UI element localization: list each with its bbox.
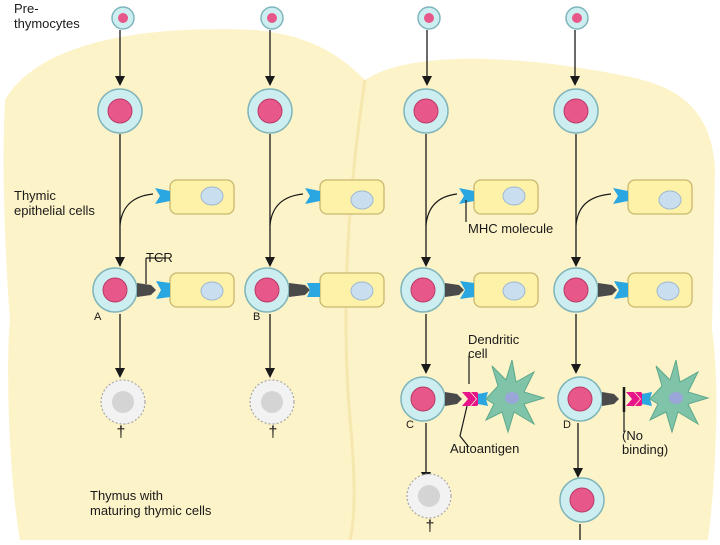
mhc-molecule: [613, 188, 628, 204]
autoantigen: [462, 392, 476, 406]
dendritic-cell-label: cell: [468, 346, 488, 361]
prethymocyte-nucleus: [118, 13, 128, 23]
dead-cell-nucleus: [418, 485, 440, 507]
death-dagger: †: [269, 424, 278, 441]
no-binding-label: binding): [622, 442, 668, 457]
dendritic-cell-label: Dendritic: [468, 332, 520, 347]
prethymocyte-nucleus: [572, 13, 582, 23]
mhc-molecule: [478, 392, 488, 406]
thymocyte-nucleus: [563, 98, 589, 124]
column-c: MHC molecule Dendritic cell Autoantigen …: [400, 6, 553, 535]
death-dagger: †: [426, 518, 435, 535]
mhc-molecule: [614, 281, 628, 299]
thymocyte-nucleus: [254, 277, 280, 303]
autoantigen-label: Autoantigen: [450, 441, 519, 456]
autoantigen: [626, 392, 640, 406]
epithelial-cells-label: Thymic: [14, 188, 56, 203]
epithelial-nucleus: [658, 190, 682, 210]
mhc-molecule: [642, 392, 652, 406]
tcr-receptor: [445, 283, 464, 297]
dendritic-nucleus: [505, 392, 519, 404]
mhc-molecule: [307, 283, 320, 297]
mature-thymocyte-nucleus: [569, 487, 595, 513]
prethymocyte-nucleus: [267, 13, 277, 23]
pointer-line: [575, 193, 612, 226]
dead-cell-nucleus: [112, 391, 134, 413]
epithelial-nucleus: [502, 281, 526, 301]
thymocyte-nucleus: [410, 386, 436, 412]
mhc-molecule-label: MHC molecule: [468, 221, 553, 236]
mhc-molecule: [155, 188, 170, 204]
dead-cell-nucleus: [261, 391, 283, 413]
thymocyte-nucleus: [107, 98, 133, 124]
thymocyte-nucleus: [257, 98, 283, 124]
tcr-receptor: [289, 283, 310, 297]
tcr-receptor: [137, 283, 156, 297]
tcr-receptor: [445, 392, 462, 406]
thymocyte-nucleus: [567, 386, 593, 412]
column-letter-d: D: [563, 419, 571, 431]
thymus-label: maturing thymic cells: [90, 503, 212, 518]
epithelial-cells-label: epithelial cells: [14, 203, 95, 218]
prethymocytes-label: thymocytes: [14, 16, 80, 31]
column-letter-c: C: [406, 419, 414, 431]
prethymocyte-nucleus: [424, 13, 434, 23]
mhc-molecule: [156, 281, 170, 299]
thymocyte-nucleus: [410, 277, 436, 303]
column-a: †: [92, 6, 235, 441]
mhc-molecule: [305, 188, 320, 204]
epithelial-nucleus: [350, 190, 374, 210]
prethymocytes-label: Pre-: [14, 1, 39, 16]
tcr-label: TCR: [146, 250, 173, 265]
column-b: †: [244, 6, 385, 441]
epithelial-nucleus: [502, 186, 526, 206]
thymocyte-nucleus: [102, 277, 128, 303]
dendritic-nucleus: [669, 392, 683, 404]
epithelial-nucleus: [656, 281, 680, 301]
tissue-lobe-divider: [344, 79, 367, 541]
epithelial-nucleus: [200, 281, 224, 301]
tcr-receptor: [598, 283, 617, 297]
pointer-line: [425, 193, 458, 226]
column-letter-a: A: [94, 311, 102, 323]
tcr-receptor: [602, 392, 619, 406]
column-letter-b: B: [253, 311, 260, 323]
mhc-molecule: [460, 281, 474, 299]
no-binding-label: (No: [622, 428, 643, 443]
thymocyte-nucleus: [563, 277, 589, 303]
thymocyte-nucleus: [413, 98, 439, 124]
autoantigen-pointer: [459, 405, 469, 447]
pointer-line: [119, 193, 154, 226]
column-d: (No binding): [553, 6, 710, 540]
mhc-molecule: [459, 188, 474, 204]
death-dagger: †: [117, 424, 126, 441]
epithelial-nucleus: [350, 281, 374, 301]
thymus-label: Thymus with: [90, 488, 163, 503]
epithelial-nucleus: [200, 186, 224, 206]
pointer-line: [269, 193, 304, 226]
